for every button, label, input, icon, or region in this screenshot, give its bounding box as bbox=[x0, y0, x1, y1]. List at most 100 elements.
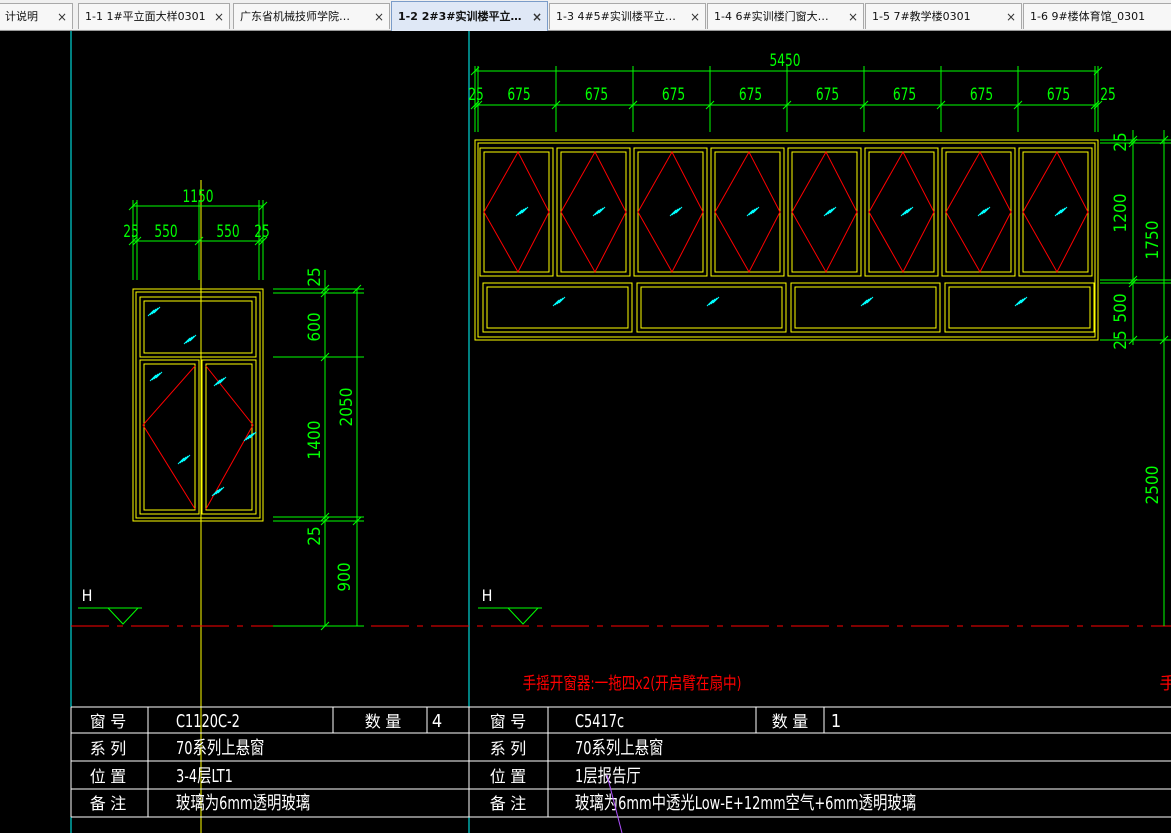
dimension-text: 25 bbox=[254, 222, 270, 242]
close-tab-icon[interactable]: × bbox=[690, 10, 701, 24]
cad-line bbox=[132, 236, 142, 246]
dimension-text: 1400 bbox=[305, 421, 325, 460]
dimension-text: 675 bbox=[816, 85, 839, 105]
close-tab-icon[interactable]: × bbox=[532, 10, 543, 24]
cad-line bbox=[782, 100, 792, 110]
cad-line bbox=[902, 208, 910, 216]
upper-sash-glass bbox=[560, 151, 627, 273]
close-tab-icon[interactable]: × bbox=[57, 10, 68, 24]
upper-sash-glass bbox=[483, 151, 550, 273]
cad-line bbox=[320, 516, 330, 526]
cad-line bbox=[1058, 207, 1066, 215]
outer-frame bbox=[132, 288, 264, 522]
table-value: 4 bbox=[432, 711, 442, 732]
dimension-text: 5450 bbox=[769, 51, 800, 71]
cad-line bbox=[1093, 100, 1103, 110]
cad-line bbox=[981, 207, 989, 215]
dimension-text: 600 bbox=[305, 312, 325, 341]
left-sash bbox=[139, 359, 200, 515]
dimension-text: 1750 bbox=[1143, 221, 1163, 260]
tab-7[interactable]: 1-5 7#教学楼0301× bbox=[865, 3, 1022, 29]
cad-line bbox=[320, 284, 330, 294]
cad-line bbox=[473, 100, 483, 110]
close-tab-icon[interactable]: × bbox=[214, 10, 225, 24]
close-tab-icon[interactable]: × bbox=[848, 10, 859, 24]
close-tab-icon[interactable]: × bbox=[374, 10, 385, 24]
cad-line bbox=[155, 371, 163, 379]
opening-indicator bbox=[714, 150, 781, 274]
upper-sash bbox=[787, 147, 862, 277]
dimension-text: 1150 bbox=[182, 187, 213, 207]
hardware-note: 手摇开窗器:一拖四x2(开启臂在扇中) bbox=[523, 674, 742, 694]
table-value: 1 bbox=[831, 711, 841, 732]
dimension-text: 675 bbox=[585, 85, 608, 105]
tab-1[interactable]: 计说明× bbox=[0, 3, 73, 29]
cad-line bbox=[705, 100, 715, 110]
cad-line bbox=[1128, 335, 1138, 345]
tab-4[interactable]: 1-2 2#3#实训楼平立…× bbox=[391, 1, 548, 31]
cad-line bbox=[556, 297, 564, 305]
upper-sash bbox=[710, 147, 785, 277]
cad-line bbox=[211, 489, 219, 497]
cad-line bbox=[592, 209, 600, 217]
table-value: 玻璃为6mm中透光Low-E+12mm空气+6mm透明玻璃 bbox=[575, 792, 916, 813]
table-value: 70系列上悬窗 bbox=[176, 737, 264, 758]
cad-line bbox=[153, 306, 161, 314]
cad-line bbox=[1128, 275, 1138, 285]
cad-line bbox=[258, 201, 268, 211]
cad-line bbox=[606, 774, 623, 833]
dimension-text: 25 bbox=[468, 85, 484, 105]
outer-frame bbox=[474, 139, 1099, 341]
opening-indicator bbox=[791, 150, 858, 274]
tab-6[interactable]: 1-4 6#实训楼门窗大…× bbox=[707, 3, 864, 29]
cad-line bbox=[977, 209, 985, 217]
cad-line bbox=[1128, 138, 1138, 148]
dimension-text: 550 bbox=[216, 222, 239, 242]
outer-frame-inner bbox=[135, 291, 261, 519]
upper-sash bbox=[941, 147, 1016, 277]
cad-line bbox=[247, 432, 255, 440]
opening-indicator bbox=[637, 150, 704, 274]
cad-line bbox=[243, 434, 251, 442]
left-window-elevation bbox=[132, 288, 264, 522]
right-window-elevation bbox=[474, 139, 1099, 341]
table-value: 玻璃为6mm透明玻璃 bbox=[176, 792, 310, 813]
cad-line bbox=[825, 208, 833, 216]
cad-line bbox=[936, 100, 946, 110]
right-sash-glass bbox=[205, 363, 253, 511]
lower-sash bbox=[790, 282, 941, 333]
hardware-note-cut: 手 bbox=[1160, 674, 1171, 694]
cad-line bbox=[320, 621, 330, 631]
upper-sash-glass bbox=[791, 151, 858, 273]
opening-indicator bbox=[945, 150, 1012, 274]
close-tab-icon[interactable]: × bbox=[1006, 10, 1017, 24]
lower-sash-glass bbox=[640, 286, 783, 329]
cad-line bbox=[983, 206, 991, 214]
opening-indicator bbox=[205, 365, 254, 510]
lower-sash bbox=[636, 282, 787, 333]
opening-indicator bbox=[483, 150, 550, 274]
tab-8[interactable]: 1-6 9#楼体育馆_0301 bbox=[1023, 3, 1171, 29]
cad-line bbox=[189, 334, 197, 342]
table-label: 窗 号 bbox=[490, 712, 527, 731]
table-label: 备 注 bbox=[90, 794, 127, 813]
cad-line bbox=[552, 299, 560, 307]
tab-label: 1-3 4#5#实训楼平立… bbox=[556, 10, 676, 23]
cad-line bbox=[183, 454, 191, 462]
cad-line bbox=[177, 457, 185, 465]
cad-line bbox=[1128, 278, 1138, 288]
tab-2[interactable]: 1-1 1#平立面大样0301× bbox=[78, 3, 230, 29]
cad-line bbox=[128, 201, 138, 211]
cad-line bbox=[245, 433, 253, 441]
tab-3[interactable]: 广东省机械技师学院…× bbox=[233, 3, 390, 29]
opening-indicator bbox=[142, 365, 196, 510]
table-label: 位 置 bbox=[90, 767, 127, 786]
dimension-text: 2500 bbox=[1143, 466, 1163, 505]
upper-sash bbox=[479, 147, 554, 277]
tab-5[interactable]: 1-3 4#5#实训楼平立… × bbox=[549, 3, 706, 29]
cad-line bbox=[521, 206, 529, 214]
lower-sash-glass bbox=[948, 286, 1091, 329]
